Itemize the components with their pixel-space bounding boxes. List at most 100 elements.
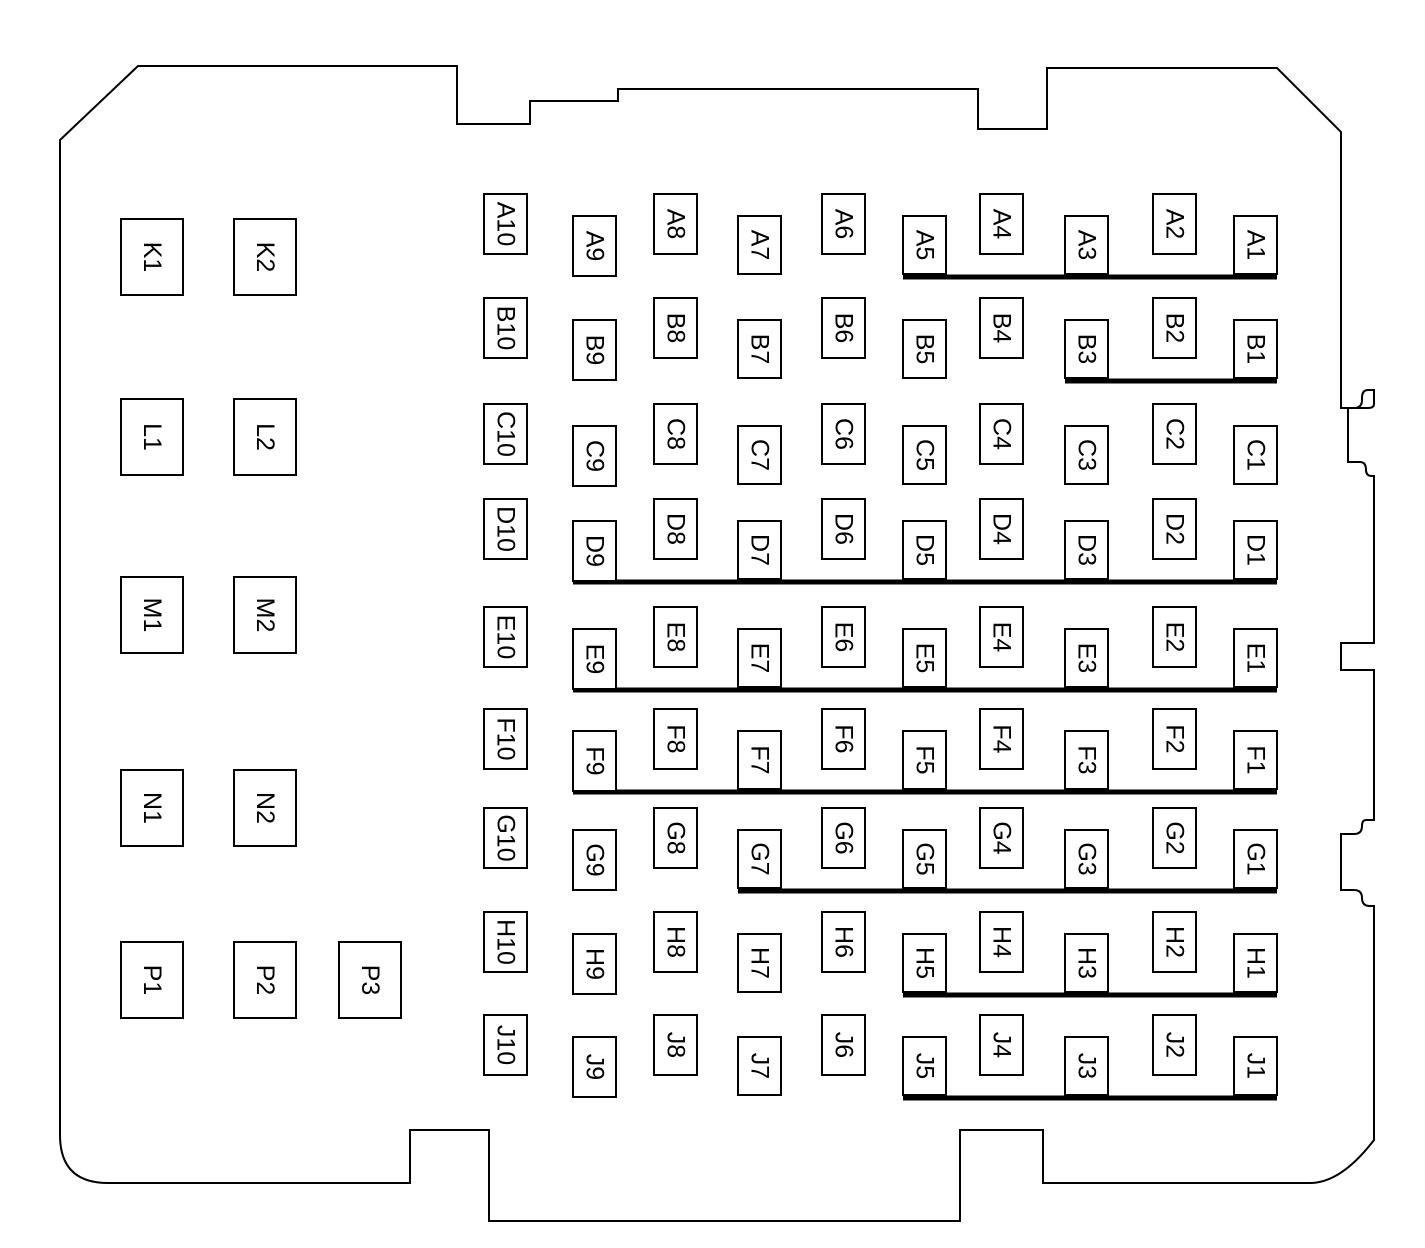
- pin-f5: F5: [902, 730, 947, 790]
- pin-box: [737, 425, 782, 485]
- pin-label: D7: [746, 534, 774, 566]
- pin-k2: K2: [233, 218, 297, 296]
- pin-c9: C9: [572, 425, 617, 487]
- pin-j6: J6: [821, 1014, 866, 1076]
- pin-label: H6: [830, 926, 858, 958]
- pin-box: [483, 193, 528, 255]
- pin-box: [902, 829, 947, 889]
- pin-g9: G9: [572, 829, 617, 891]
- pin-box: [572, 1036, 617, 1098]
- pin-box: [572, 628, 617, 690]
- pin-e7: E7: [737, 628, 782, 688]
- pin-p2: P2: [233, 941, 297, 1019]
- pin-label: H8: [662, 926, 690, 958]
- pin-b3: B3: [1064, 319, 1109, 379]
- pin-n2: N2: [233, 769, 297, 847]
- pin-d9: D9: [572, 520, 617, 582]
- pin-box: [1064, 829, 1109, 889]
- pin-box: [902, 1036, 947, 1096]
- pin-label: E9: [581, 644, 609, 675]
- pin-label: D5: [911, 534, 939, 566]
- pin-box: [979, 403, 1024, 465]
- pin-e5: E5: [902, 628, 947, 688]
- pin-g5: G5: [902, 829, 947, 889]
- pin-d5: D5: [902, 520, 947, 580]
- pin-f9: F9: [572, 730, 617, 792]
- pin-box: [737, 319, 782, 379]
- pin-box: [1064, 215, 1109, 275]
- pin-box: [1152, 606, 1197, 668]
- pin-box: [653, 193, 698, 255]
- pin-box: [737, 1036, 782, 1096]
- pin-box: [902, 425, 947, 485]
- pin-label: J2: [1161, 1032, 1189, 1058]
- pin-box: [483, 498, 528, 560]
- pin-box: [979, 606, 1024, 668]
- pin-label: G7: [746, 842, 774, 875]
- pin-box: [902, 628, 947, 688]
- pin-a6: A6: [821, 193, 866, 255]
- pin-box: [1233, 425, 1278, 485]
- pin-g1: G1: [1233, 829, 1278, 889]
- pin-box: [737, 215, 782, 275]
- pin-box: [572, 933, 617, 995]
- pin-label: A1: [1242, 230, 1270, 261]
- pin-label: E6: [830, 622, 858, 653]
- pin-box: [979, 498, 1024, 560]
- pin-box: [653, 498, 698, 560]
- pin-label: A8: [662, 209, 690, 240]
- pin-box: [653, 403, 698, 465]
- pin-label: H1: [1242, 947, 1270, 979]
- pin-label: H10: [492, 919, 520, 965]
- pin-label: E3: [1073, 643, 1101, 674]
- pin-box: [1064, 933, 1109, 993]
- pin-label: D9: [581, 535, 609, 567]
- pin-label: G3: [1073, 842, 1101, 875]
- pin-g6: G6: [821, 807, 866, 869]
- pin-f6: F6: [821, 708, 866, 770]
- pin-g10: G10: [483, 807, 528, 869]
- pin-label: K1: [138, 242, 166, 273]
- pin-c4: C4: [979, 403, 1024, 465]
- pin-label: J3: [1073, 1053, 1101, 1079]
- pin-box: [653, 807, 698, 869]
- pin-b2: B2: [1152, 297, 1197, 359]
- pin-c8: C8: [653, 403, 698, 465]
- pin-box: [653, 911, 698, 973]
- pin-a2: A2: [1152, 193, 1197, 255]
- pin-label: H2: [1161, 926, 1189, 958]
- pin-label: H3: [1073, 947, 1101, 979]
- pin-box: [902, 933, 947, 993]
- pin-b4: B4: [979, 297, 1024, 359]
- pin-label: H7: [746, 947, 774, 979]
- pin-h1: H1: [1233, 933, 1278, 993]
- pin-box: [1233, 933, 1278, 993]
- pin-label: H4: [988, 926, 1016, 958]
- pin-d1: D1: [1233, 520, 1278, 580]
- pin-box: [979, 807, 1024, 869]
- pin-box: [737, 628, 782, 688]
- pin-box: [1233, 829, 1278, 889]
- pin-label: A10: [492, 202, 520, 246]
- pin-label: B9: [581, 335, 609, 366]
- pin-j2: J2: [1152, 1014, 1197, 1076]
- pin-label: F3: [1073, 745, 1101, 774]
- pin-e10: E10: [483, 606, 528, 668]
- pin-c5: C5: [902, 425, 947, 485]
- pin-label: F7: [746, 745, 774, 774]
- pin-box: [653, 708, 698, 770]
- pin-label: C5: [911, 439, 939, 471]
- pin-label: M2: [251, 598, 279, 633]
- pin-box: [653, 297, 698, 359]
- pin-label: F8: [662, 724, 690, 753]
- pin-j1: J1: [1233, 1036, 1278, 1096]
- pin-box: [1152, 1014, 1197, 1076]
- pin-box: [821, 807, 866, 869]
- pin-box: [653, 606, 698, 668]
- pin-f8: F8: [653, 708, 698, 770]
- pin-label: J6: [830, 1032, 858, 1058]
- pin-label: J8: [662, 1032, 690, 1058]
